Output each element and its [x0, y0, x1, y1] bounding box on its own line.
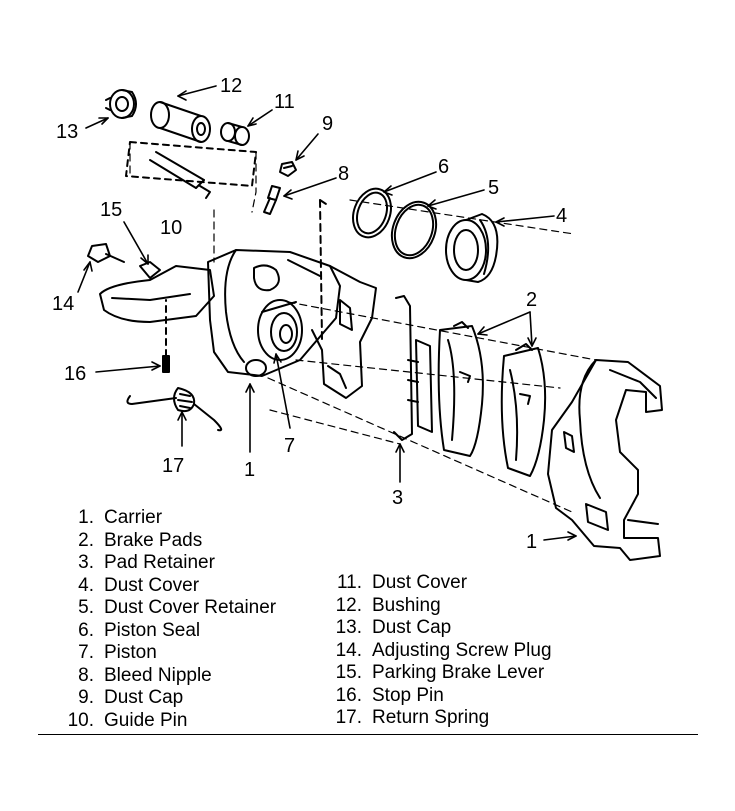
- part-dust-cover-retainer-5: [390, 200, 438, 260]
- part-brake-pads-2: [437, 321, 547, 477]
- part-pad-retainer-3: [393, 295, 433, 441]
- legend-item: 5.Dust Cover Retainer: [78, 597, 277, 618]
- legend-item: 1.Carrier: [78, 507, 163, 528]
- callout-14: 14: [52, 293, 74, 315]
- callout-3: 3: [392, 487, 403, 509]
- part-guide-pin-10: [125, 141, 257, 199]
- part-caliper-housing: [87, 199, 377, 399]
- legend-item: 3.Pad Retainer: [78, 552, 215, 573]
- callout-17: 17: [162, 455, 184, 477]
- legend-item: 8.Bleed Nipple: [78, 664, 212, 686]
- part-stop-pin-16: [162, 299, 170, 373]
- callout-1-housing: 1: [244, 459, 255, 481]
- legend-item: 4.Dust Cover: [78, 574, 200, 596]
- callout-16: 16: [64, 363, 86, 385]
- part-dust-cap-13: [105, 89, 137, 119]
- part-return-spring-17: [126, 387, 223, 432]
- part-dust-cover-11: [220, 122, 250, 146]
- callout-12: 12: [220, 75, 242, 97]
- part-piston-seal-6: [352, 187, 392, 239]
- callout-2: 2: [526, 289, 537, 311]
- legend-item: 16.Stop Pin: [335, 684, 444, 706]
- legend-item: 9.Dust Cap: [78, 687, 184, 708]
- legend-item: 12.Bushing: [335, 594, 441, 616]
- part-dust-cap-9: [279, 161, 297, 177]
- legend-item: 6.Piston Seal: [78, 619, 201, 641]
- part-bleed-nipple-8: [263, 185, 281, 215]
- callout-7: 7: [284, 435, 295, 457]
- callout-6: 6: [438, 156, 449, 178]
- callout-13: 13: [56, 121, 78, 143]
- callout-10: 10: [160, 217, 182, 239]
- callout-9: 9: [322, 113, 333, 135]
- legend-item: 13.Dust Cap: [335, 617, 452, 638]
- legend-item: 2.Brake Pads: [78, 529, 203, 551]
- legend-item: 17.Return Spring: [335, 707, 490, 728]
- callout-8: 8: [338, 163, 349, 185]
- bottom-rule: [38, 734, 698, 735]
- legend-item: 11.Dust Cover: [336, 572, 468, 593]
- legend-left-column: 1.Carrier 2.Brake Pads 3.Pad Retainer 4.…: [60, 507, 277, 732]
- legend-item: 10.Guide Pin: [67, 709, 188, 731]
- callout-5: 5: [488, 177, 499, 199]
- legend-item: 7.Piston: [78, 642, 157, 663]
- legend-right-column: 11.Dust Cover 12.Bushing 13.Dust Cap 14.…: [320, 572, 552, 730]
- callout-15: 15: [100, 199, 122, 221]
- legend-item: 14.Adjusting Screw Plug: [335, 639, 552, 661]
- legend-item: 15.Parking Brake Lever: [335, 662, 545, 683]
- leader-lines: [77, 85, 577, 541]
- callout-4: 4: [556, 205, 567, 227]
- callout-11: 11: [274, 91, 295, 113]
- part-bushing-12: [150, 101, 211, 143]
- assembly-lines: [129, 141, 597, 513]
- part-carrier-bracket-1: [547, 359, 663, 561]
- callout-1-bracket: 1: [526, 531, 537, 553]
- part-dust-cover-4: [445, 213, 499, 283]
- callout-labels: 12 11 13 9 8 6 5 4 15 10 14 2 16 7 17 1 …: [52, 75, 567, 553]
